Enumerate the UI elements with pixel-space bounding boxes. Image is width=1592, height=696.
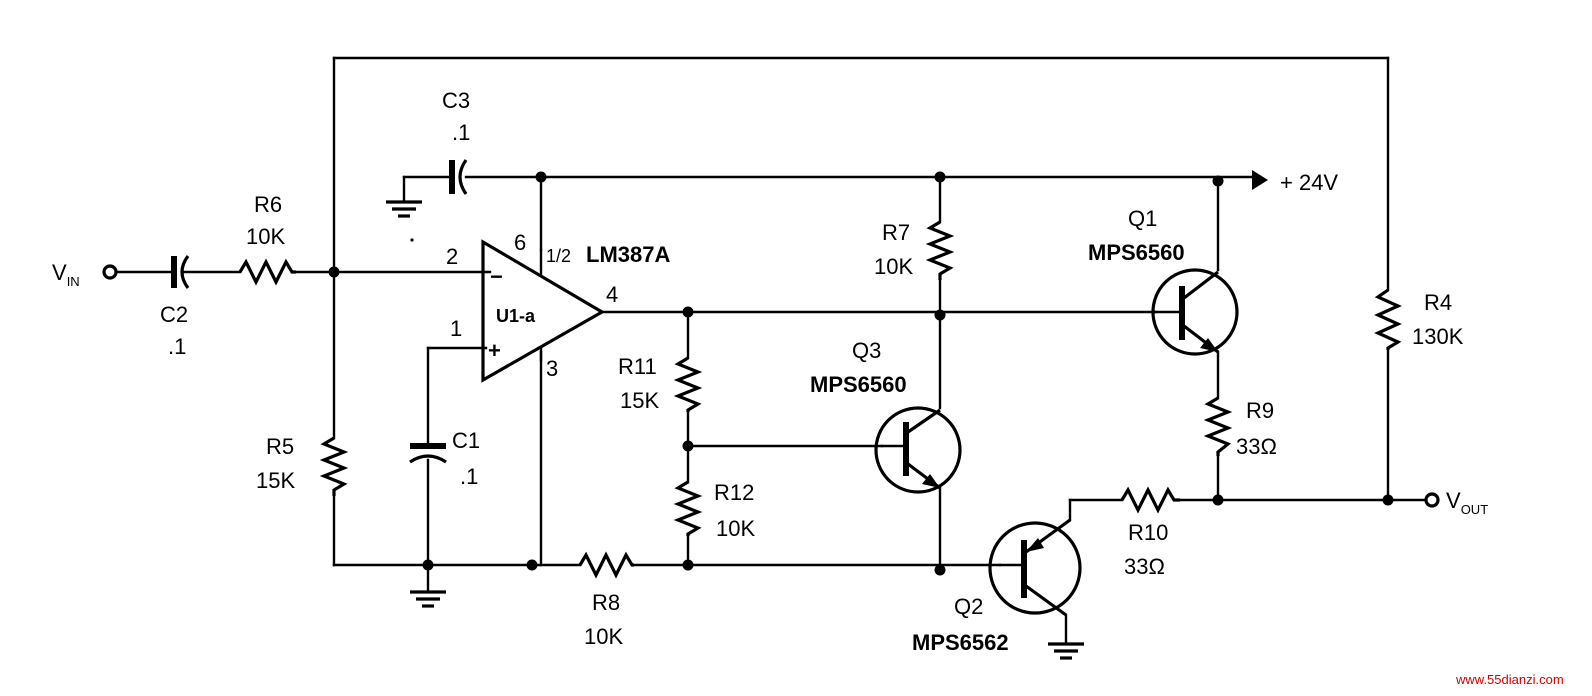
junction-dot [682, 559, 694, 571]
junction-dot [682, 440, 694, 452]
resistor-r9-symbol [1203, 396, 1233, 456]
junction-dot [526, 559, 538, 571]
c2-ref: C2 [160, 302, 188, 327]
capacitor-c2-symbol [171, 255, 190, 289]
opamp-part-prefix: 1/2 [546, 246, 571, 266]
wires [116, 56, 1426, 644]
r6-value: 10K [246, 224, 285, 249]
junction-dot [934, 171, 946, 183]
resistor-r4-symbol [1374, 288, 1402, 350]
capacitor-c3-symbol [449, 159, 468, 195]
watermark: www.55dianzi.com [1455, 672, 1564, 687]
r5-ref: R5 [266, 434, 294, 459]
r12-ref: R12 [714, 480, 754, 505]
transistor-q3-symbol [874, 406, 962, 494]
emitter-arrow-icon [922, 474, 940, 488]
r11-ref: R11 [618, 354, 657, 379]
emitter-arrow-icon [1026, 538, 1044, 552]
opamp-noninv-symbol: + [488, 338, 501, 363]
vin-terminal [102, 264, 118, 280]
r6-ref: R6 [254, 192, 282, 217]
resistor-r5-symbol [319, 436, 349, 496]
r9-ref: R9 [1246, 398, 1274, 423]
q1-ref: Q1 [1128, 206, 1157, 231]
resistor-r10-symbol [1120, 486, 1180, 514]
q1-part: MPS6560 [1088, 240, 1185, 265]
c2-value: .1 [168, 334, 186, 359]
opamp-inv-symbol: − [490, 264, 503, 289]
junction-dots [328, 171, 1394, 576]
opamp-pin-out: 4 [606, 282, 618, 307]
r10-value: 33Ω [1124, 554, 1165, 579]
c1-value: .1 [460, 464, 478, 489]
r11-value: 15K [620, 388, 659, 413]
ground-icon [410, 590, 446, 608]
r5-value: 15K [256, 468, 295, 493]
junction-dot [934, 564, 946, 576]
opamp-ref: U1-a [496, 306, 536, 326]
q3-part: MPS6560 [810, 372, 907, 397]
vin-label: VIN [52, 260, 80, 289]
resistor-r12-symbol [673, 480, 703, 536]
junction-dot [328, 266, 340, 278]
r4-value: 130K [1412, 324, 1464, 349]
emitter-arrow-icon [1200, 338, 1218, 352]
junction-dot [410, 238, 414, 242]
ground-icon [386, 200, 422, 218]
vout-terminal [1424, 492, 1440, 508]
r8-ref: R8 [592, 590, 620, 615]
junction-dot [535, 171, 547, 183]
opamp-part: LM387A [586, 242, 670, 267]
ground-icon [1048, 642, 1084, 660]
c1-ref: C1 [452, 428, 480, 453]
capacitor-c1-symbol [409, 443, 447, 464]
q3-ref: Q3 [852, 338, 881, 363]
c3-value: .1 [452, 120, 470, 145]
c3-ref: C3 [442, 88, 470, 113]
r12-value: 10K [716, 516, 755, 541]
junction-dot [1382, 494, 1394, 506]
r7-value: 10K [874, 254, 913, 279]
junction-dot [1212, 175, 1224, 187]
supply-label: + 24V [1280, 170, 1338, 195]
resistor-r8-symbol [578, 551, 634, 579]
vout-label: VOUT [1446, 488, 1488, 517]
opamp-u1a-symbol [481, 239, 606, 383]
transistor-q1-symbol [1151, 268, 1239, 356]
junction-dot [422, 559, 434, 571]
resistor-r6-symbol [238, 258, 296, 286]
q2-ref: Q2 [954, 594, 983, 619]
opamp-pin-vcc: 6 [514, 230, 526, 255]
junction-dot [1212, 494, 1224, 506]
r8-value: 10K [584, 624, 623, 649]
transistor-q2-symbol [988, 518, 1082, 617]
resistor-r7-symbol [925, 220, 955, 280]
r4-ref: R4 [1424, 290, 1452, 315]
opamp-pin-gnd: 3 [546, 356, 558, 381]
resistor-r11-symbol [673, 356, 703, 412]
supply-arrow-icon [1252, 170, 1268, 190]
opamp-pin-noninv: 1 [450, 316, 462, 341]
junction-dot [934, 309, 946, 321]
r10-ref: R10 [1128, 520, 1168, 545]
q2-part: MPS6562 [912, 630, 1009, 655]
junction-dot [682, 306, 694, 318]
r9-value: 33Ω [1236, 434, 1277, 459]
r7-ref: R7 [882, 220, 910, 245]
opamp-pin-inv: 2 [446, 244, 458, 269]
